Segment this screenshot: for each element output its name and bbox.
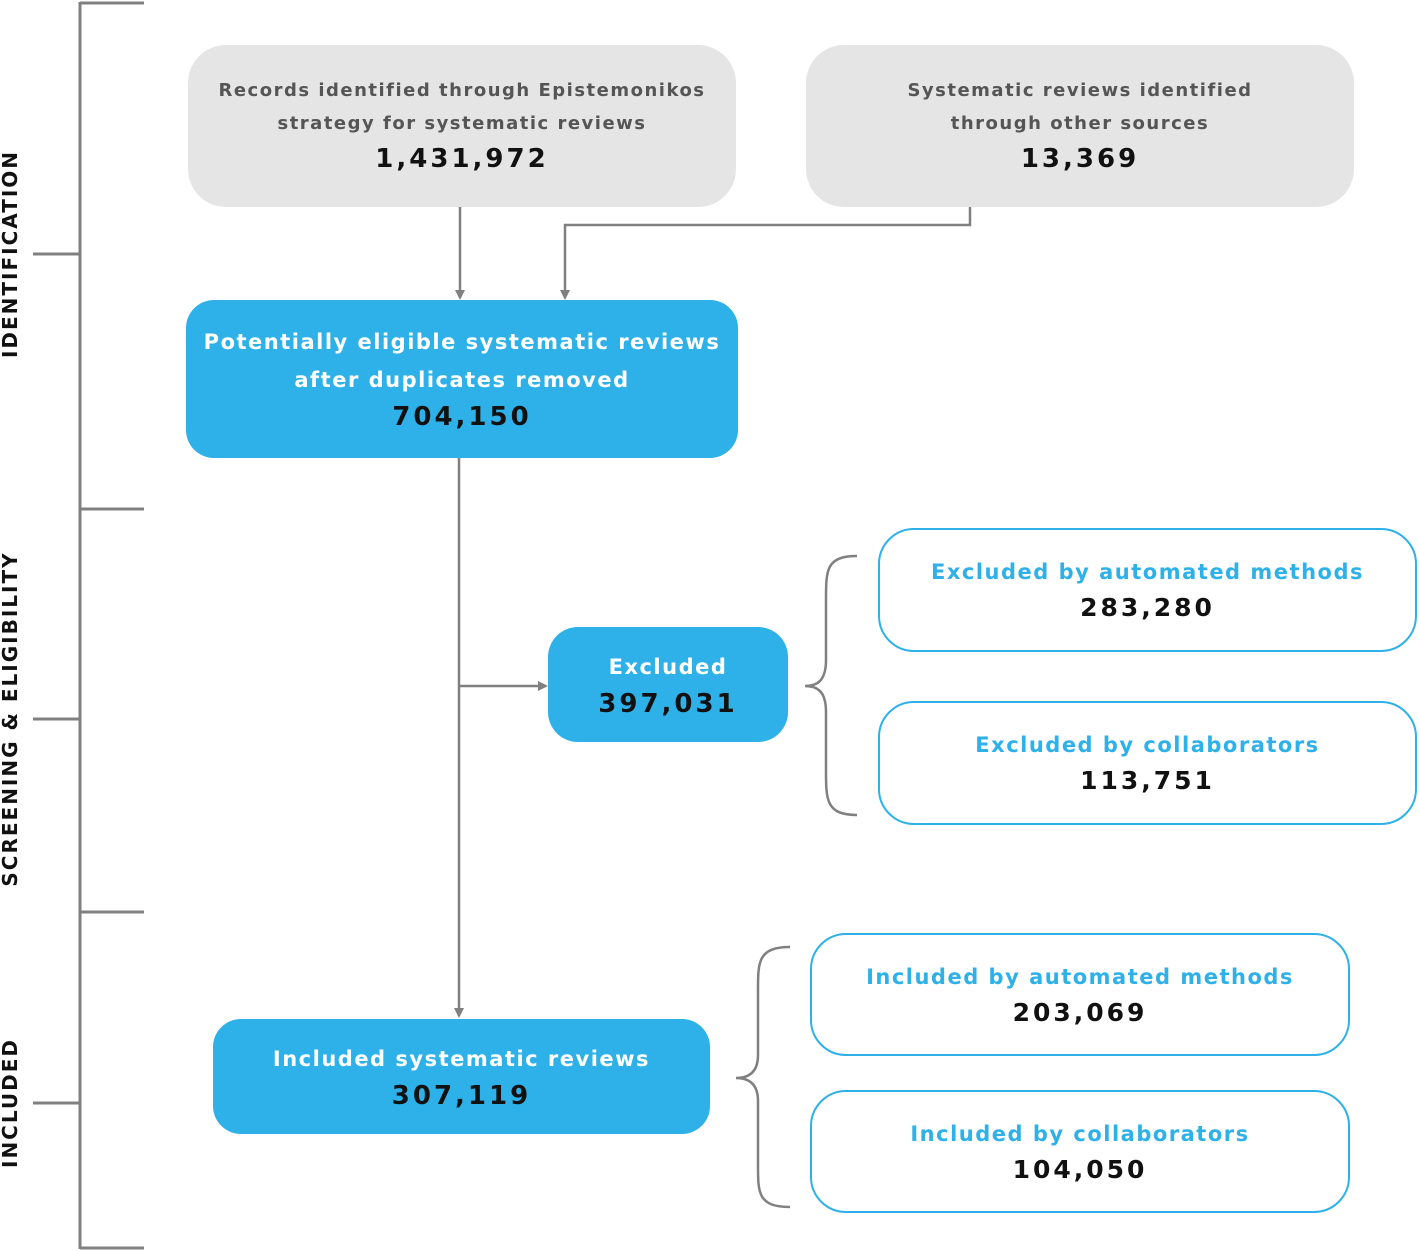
excluded-collaborators-label: Excluded by collaborators bbox=[975, 733, 1320, 757]
excluded-box: Excluded 397,031 bbox=[548, 627, 788, 742]
stage-label-included: INCLUDED bbox=[0, 1038, 22, 1168]
excluded-collaborators-count: 113,751 bbox=[1080, 766, 1215, 795]
records-identified-box: Records identified through Epistemonikos… bbox=[188, 45, 736, 207]
records-identified-count: 1,431,972 bbox=[375, 144, 549, 174]
other-sources-line1: Systematic reviews identified bbox=[907, 80, 1253, 101]
other-sources-box: Systematic reviews identified through ot… bbox=[806, 45, 1354, 207]
excluded-label: Excluded bbox=[608, 654, 728, 679]
eligible-reviews-line2: after duplicates removed bbox=[294, 368, 630, 392]
eligible-reviews-line1: Potentially eligible systematic reviews bbox=[203, 330, 721, 354]
records-identified-line1: Records identified through Epistemonikos bbox=[218, 80, 706, 101]
included-collaborators-label: Included by collaborators bbox=[910, 1121, 1250, 1146]
stage-label-identification: IDENTIFICATION bbox=[0, 149, 22, 359]
included-reviews-count: 307,119 bbox=[391, 1080, 532, 1111]
included-collaborators-box: Included by collaborators 104,050 bbox=[810, 1090, 1350, 1213]
excluded-automated-label: Excluded by automated methods bbox=[931, 560, 1364, 584]
flow-arrows bbox=[454, 207, 972, 1018]
excluded-automated-box: Excluded by automated methods 283,280 bbox=[878, 528, 1417, 652]
excluded-brace bbox=[804, 554, 858, 817]
included-reviews-box: Included systematic reviews 307,119 bbox=[213, 1019, 710, 1134]
included-brace bbox=[735, 945, 791, 1209]
included-automated-label: Included by automated methods bbox=[866, 964, 1294, 989]
eligible-reviews-count: 704,150 bbox=[392, 402, 532, 432]
stage-bracket bbox=[33, 1, 144, 1250]
excluded-collaborators-box: Excluded by collaborators 113,751 bbox=[878, 701, 1417, 825]
records-identified-line2: strategy for systematic reviews bbox=[277, 113, 647, 134]
included-automated-box: Included by automated methods 203,069 bbox=[810, 933, 1350, 1056]
eligible-reviews-box: Potentially eligible systematic reviews … bbox=[186, 300, 738, 458]
other-sources-line2: through other sources bbox=[950, 113, 1210, 134]
excluded-automated-count: 283,280 bbox=[1080, 593, 1215, 622]
arrow-other-to-eligible bbox=[560, 207, 972, 300]
included-automated-count: 203,069 bbox=[1012, 997, 1148, 1027]
stage-label-screening: SCREENING & ELIGIBILITY bbox=[0, 551, 22, 887]
excluded-count: 397,031 bbox=[598, 688, 738, 719]
other-sources-count: 13,369 bbox=[1020, 144, 1140, 174]
included-reviews-label: Included systematic reviews bbox=[272, 1046, 651, 1071]
included-collaborators-count: 104,050 bbox=[1012, 1154, 1148, 1184]
